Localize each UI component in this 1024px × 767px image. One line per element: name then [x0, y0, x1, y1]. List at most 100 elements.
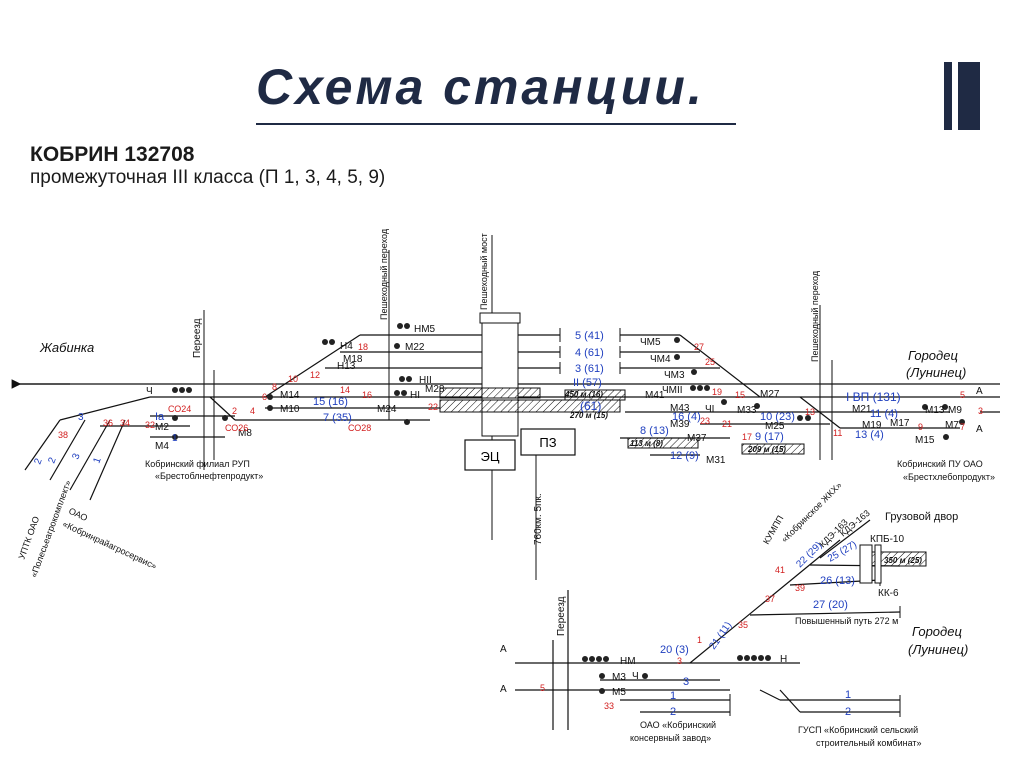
sig-chm3: ЧМ3 [664, 370, 685, 381]
switch-17: 17 [742, 432, 752, 442]
switch-11: 11 [833, 428, 842, 438]
signal-dot [172, 387, 178, 393]
track-label-12: 12 (9) [670, 450, 699, 462]
siding-left-c [89, 419, 126, 501]
sig-m22: М22 [405, 342, 425, 353]
track-label-15: 15 (16) [313, 396, 348, 408]
label-crossing-left: Переезд [192, 318, 203, 358]
sig-m19: М19 [862, 420, 882, 431]
cargo-platform-mid [874, 544, 882, 584]
sig-bm5: М5 [612, 687, 626, 698]
sig-m41: М41 [645, 390, 665, 401]
branch-22 [819, 519, 871, 559]
sig-m24: М24 [377, 404, 397, 415]
signal-dot [404, 419, 410, 425]
signal-dot [942, 404, 948, 410]
sig-m18: М18 [343, 354, 363, 365]
sig-n4: Н4 [340, 341, 353, 352]
switch-1: 1 [697, 635, 702, 645]
label-crossing-bottom: Переезд [556, 596, 567, 636]
siding-m1: 1 [91, 456, 103, 465]
switch-18: 18 [358, 342, 368, 352]
switch-8: 8 [272, 382, 277, 392]
signal-dot [404, 323, 410, 329]
switch-25: 25 [705, 357, 715, 367]
switch-6: 6 [262, 392, 267, 402]
switch-41: 41 [775, 565, 785, 575]
switch-21: 21 [722, 419, 732, 429]
track-label-16: 16 (4) [672, 411, 701, 423]
siding-left-d [49, 419, 86, 481]
switch-36: 36 [103, 418, 113, 428]
switch-37: 37 [765, 594, 775, 604]
sig-chmii: ЧМII [662, 385, 683, 396]
dir-east-sub: (Лунинец) [906, 365, 966, 380]
vertical-labels: Переезд Пешеходный переход Пешеходный мо… [192, 228, 820, 636]
signal-dot [721, 399, 727, 405]
signal-dot [642, 673, 648, 679]
track-label-7: 7 (35) [323, 412, 352, 424]
company-rup-1: Кобринский филиал РУП [145, 459, 250, 469]
direction-labels: Жабинка Городец (Лунинец) Городец (Лунин… [39, 340, 968, 657]
corner-bar-1 [944, 62, 952, 130]
signal-dot [394, 390, 400, 396]
signal-dot [744, 655, 750, 661]
sig-ch: Ч [146, 386, 153, 397]
switch-19: 19 [712, 387, 722, 397]
track-labels: 5 (41) 4 (61) 3 (61) II (57) I ВП (131) … [155, 330, 901, 718]
switch-38: 38 [58, 430, 68, 440]
ladder-left-1 [264, 334, 361, 398]
company-gusp-2: строительный комбинат» [816, 738, 922, 748]
sig-m25: М25 [765, 421, 785, 432]
signal-dot [922, 404, 928, 410]
bottom-tracks [515, 519, 901, 730]
signal-dot [397, 323, 403, 329]
sig-m31: М31 [706, 455, 726, 466]
ped-bridge [481, 315, 519, 437]
dir-east2-sub: (Лунинец) [908, 642, 968, 657]
dir-east2: Городец [912, 624, 962, 639]
platform-label-450: 450 м (16) [564, 390, 603, 399]
sig-kpb: КПБ-10 [870, 534, 904, 545]
signal-dot [267, 394, 273, 400]
switch-27: 27 [694, 342, 704, 352]
siding-left-b [69, 419, 111, 491]
sig-ba1: А [500, 644, 507, 655]
company-cannery-2: консервный завод» [630, 733, 711, 743]
platform-hatch-1 [439, 387, 541, 399]
branch-25 [809, 564, 901, 567]
switch-7: 7 [960, 422, 965, 432]
dir-west: Жабинка [39, 340, 94, 355]
switch-23: 23 [700, 416, 710, 426]
company-oao-2: «Кобринрайагросервис» [61, 519, 158, 571]
switch-16: 16 [362, 390, 372, 400]
company-cannery-1: ОАО «Кобринский [640, 720, 716, 730]
signal-dot [589, 656, 595, 662]
sig-ba2: А [500, 684, 507, 695]
switch-15: 15 [735, 390, 745, 400]
company-labels: Кобринский филиал РУП «Брестоблнефтепрод… [16, 459, 994, 748]
track-label-13: 13 (4) [855, 429, 884, 441]
sig-m14: М14 [280, 390, 300, 401]
switch-32: 32 [145, 420, 155, 430]
track-label-61: (61) [580, 399, 601, 413]
platform-209 [741, 443, 805, 455]
signal-dot [765, 655, 771, 661]
sig-chi: ЧI [705, 404, 714, 415]
switch-10: 10 [288, 374, 298, 384]
signal-dot [599, 673, 605, 679]
track-label-b3: 3 [683, 676, 689, 688]
signal-dot [751, 655, 757, 661]
signal-dot [697, 385, 703, 391]
signal-dot [758, 655, 764, 661]
signal-dot [599, 688, 605, 694]
track-label-25: 25 (27) [826, 539, 859, 564]
signal-dot [674, 337, 680, 343]
sig-m13: М13 [925, 405, 945, 416]
main-tracks [11, 334, 1000, 501]
sig-m39: М39 [670, 419, 690, 430]
sig-m37: М37 [687, 433, 707, 444]
track-label-8: 8 (13) [640, 425, 669, 437]
corner-bar-2 [958, 62, 980, 130]
